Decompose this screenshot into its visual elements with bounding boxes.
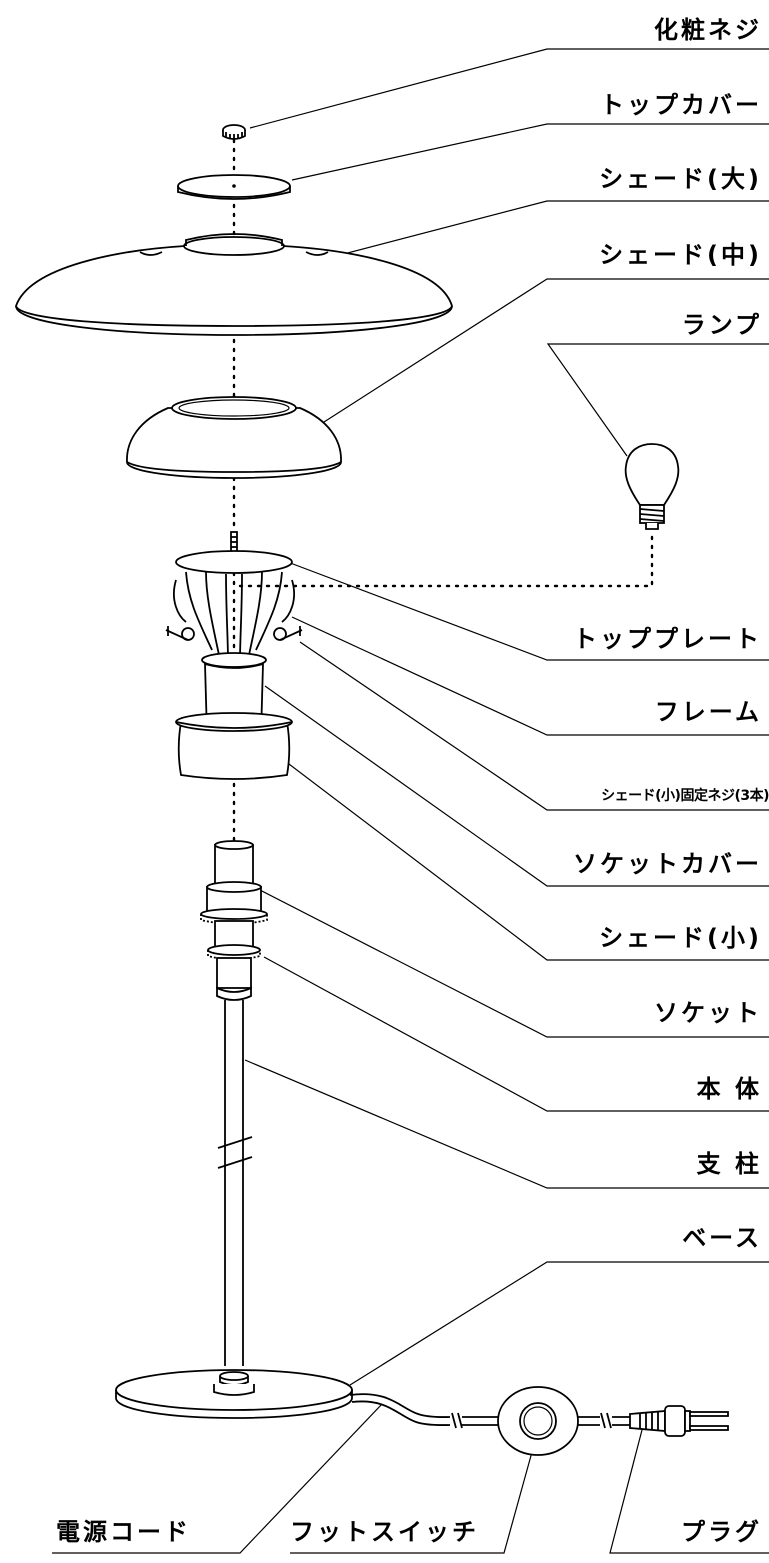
label-power-cord: 電源コード	[56, 1518, 191, 1546]
lamp-axis-dots	[238, 533, 654, 588]
leader-shade-small-screw	[299, 641, 769, 811]
label-group-frame: フレーム	[291, 616, 769, 736]
leader-lamp	[546, 343, 769, 457]
label-pillar: 支 柱	[697, 1150, 762, 1178]
label-shade-medium: シェード(中)	[599, 241, 762, 269]
leader-decorative-screw	[249, 48, 769, 129]
label-shade-small: シェード(小)	[599, 924, 762, 952]
label-group-decorative-screw: 化粧ネジ	[249, 16, 769, 129]
label-lamp: ランプ	[682, 311, 762, 339]
label-group-power-cord: 電源コード	[52, 1403, 383, 1554]
label-plug: プラグ	[681, 1518, 762, 1546]
decorative-screw	[222, 124, 246, 140]
leader-shade-medium	[323, 278, 769, 423]
label-group-shade-small: シェード(小)	[284, 760, 769, 961]
label-frame: フレーム	[655, 698, 762, 726]
label-shade-large: シェード(大)	[599, 165, 762, 193]
shade-medium	[126, 396, 342, 479]
label-foot-switch: フットスイッチ	[290, 1518, 479, 1546]
power-cord	[349, 1393, 630, 1429]
label-group-lamp: ランプ	[546, 311, 769, 457]
label-body: 本 体	[697, 1075, 762, 1103]
label-decorative-screw: 化粧ネジ	[654, 16, 762, 44]
label-group-shade-medium: シェード(中)	[323, 241, 769, 423]
label-socket-cover: ソケットカバー	[573, 850, 762, 878]
top-cover	[177, 174, 291, 200]
label-group-shade-large: シェード(大)	[339, 165, 769, 256]
foot-switch	[497, 1386, 579, 1456]
leader-frame	[291, 616, 769, 736]
label-base: ベース	[682, 1224, 762, 1252]
label-group-base: ベース	[349, 1224, 769, 1386]
leader-socket	[255, 887, 769, 1038]
leader-pillar	[244, 1059, 769, 1189]
leader-socket-cover	[264, 685, 769, 887]
label-socket: ソケット	[654, 999, 762, 1027]
label-group-foot-switch: フットスイッチ	[290, 1451, 533, 1554]
label-top-plate: トッププレート	[573, 625, 762, 653]
leader-power-cord	[52, 1403, 383, 1554]
leader-shade-small	[284, 760, 769, 961]
label-top-cover: トップカバー	[600, 91, 762, 119]
label-group-body: 本 体	[263, 956, 769, 1112]
leader-shade-large	[339, 200, 769, 256]
top-plate	[175, 531, 293, 574]
label-group-shade-small-screw: シェード(小)固定ネジ(3本)	[299, 641, 769, 811]
leader-body	[263, 956, 769, 1112]
label-group-plug: プラグ	[609, 1429, 769, 1554]
lamp-base	[115, 1369, 353, 1419]
pillar	[217, 1000, 253, 1366]
leader-plug	[609, 1429, 769, 1554]
shade-small	[175, 712, 293, 780]
label-group-socket-cover: ソケットカバー	[264, 685, 769, 887]
label-group-top-plate: トッププレート	[284, 560, 769, 661]
lamp-body	[200, 881, 268, 1001]
leader-foot-switch	[290, 1451, 533, 1554]
lamp-bulb	[624, 443, 680, 530]
leader-base	[349, 1261, 769, 1386]
label-shade-small-screw: シェード(小)固定ネジ(3本)	[601, 787, 769, 804]
leader-top-plate	[284, 560, 769, 661]
leader-top-cover	[291, 123, 769, 181]
label-group-top-cover: トップカバー	[291, 91, 769, 181]
label-group-pillar: 支 柱	[244, 1059, 769, 1189]
shade-large	[15, 233, 453, 336]
plug	[629, 1405, 729, 1437]
label-group-socket: ソケット	[255, 887, 769, 1038]
